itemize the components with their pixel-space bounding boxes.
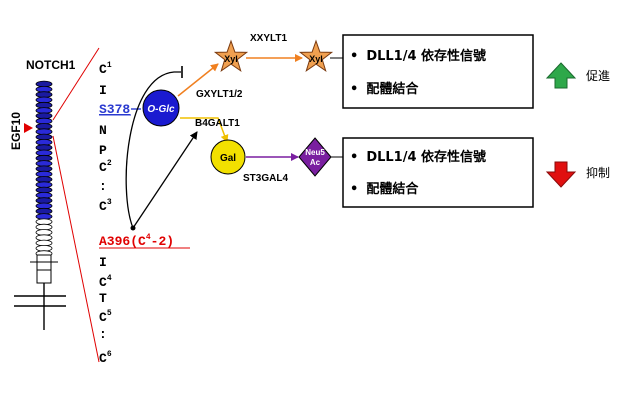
notch1-title: NOTCH1 [26, 58, 76, 72]
gal-circle [210, 139, 246, 175]
residue-c2: C2 [99, 159, 112, 175]
receptor-stalk-lower [36, 269, 52, 284]
enzyme-b4galt1: B4GALT1 [195, 118, 240, 129]
notch1-receptor [14, 80, 66, 330]
outcome-box-2-line2: •配體結合 [350, 181, 419, 197]
enzyme-gxylt: GXYLT1/2 [196, 89, 243, 100]
neu5ac-node: Neu5 Ac [298, 137, 332, 177]
outcome-box-1-line1: •DLL1/4 依存性信號 [350, 48, 486, 64]
promote-label: 促進 [586, 69, 610, 83]
neu5ac-label-line1: Neu5 [305, 148, 325, 157]
outcome-box-1-line2: •配體結合 [350, 81, 419, 97]
oglc-to-xyl-line [177, 63, 219, 97]
enzyme-xxylt1: XXYLT1 [250, 33, 287, 44]
promote-indicator: 促進 [545, 62, 610, 89]
outcome-box-2-line1: •DLL1/4 依存性信號 [350, 149, 486, 165]
gal-node: Gal [210, 139, 246, 175]
residue-n: N [99, 123, 107, 138]
o-glc-label: O-Glc [147, 104, 175, 115]
residue-gap-2: : [99, 327, 107, 342]
gal-label: Gal [220, 153, 236, 164]
suppress-indicator: 抑制 [545, 161, 610, 188]
xyl-star-2-icon [298, 39, 334, 73]
xyl-star-1-icon [213, 39, 249, 73]
s378-label: S378 [99, 102, 130, 117]
residue-c6: C6 [99, 350, 112, 366]
o-glc-circle [142, 89, 180, 127]
residue-gap-1: : [99, 179, 107, 194]
oglc-to-gal-line [180, 117, 229, 143]
xyl-node-1: Xyl [213, 39, 249, 73]
inhibition-curve [125, 71, 181, 229]
activation-arrow [132, 131, 198, 229]
residue-c3: C3 [99, 198, 112, 214]
residue-i-2: I [99, 255, 107, 270]
residue-c1: C1 [99, 61, 112, 77]
egf-repeat-stack [35, 80, 53, 257]
residue-t: T [99, 291, 107, 306]
neu5ac-diamond-icon [298, 137, 332, 177]
neu5ac-label-line2: Ac [310, 158, 321, 167]
o-glc-node: O-Glc [142, 89, 180, 127]
outcome-box-xylose: •DLL1/4 依存性信號 •配體結合 [342, 34, 534, 109]
outcome-box-1-frame [342, 34, 534, 109]
outcome-box-2-frame [342, 137, 534, 208]
residue-p: P [99, 143, 107, 158]
xyl-2-label: Xyl [309, 54, 323, 64]
zoom-line-lower [52, 135, 100, 363]
a396-label: A396(C4-2) [99, 233, 174, 249]
residue-c4: C4 [99, 274, 112, 290]
outcome-box-sialic: •DLL1/4 依存性信號 •配體結合 [342, 137, 534, 208]
residue-c5: C5 [99, 309, 112, 325]
zoom-line-upper [52, 47, 100, 121]
down-arrow-icon [545, 161, 577, 188]
egf10-pointer-icon [24, 123, 33, 133]
enzyme-st3gal4: ST3GAL4 [243, 173, 288, 184]
egf10-label: EGF10 [9, 112, 23, 150]
residue-i: I [99, 83, 107, 98]
up-arrow-icon [545, 62, 577, 89]
xyl-node-2: Xyl [298, 39, 334, 73]
suppress-label: 抑制 [586, 165, 610, 180]
xyl-1-label: Xyl [224, 54, 238, 64]
